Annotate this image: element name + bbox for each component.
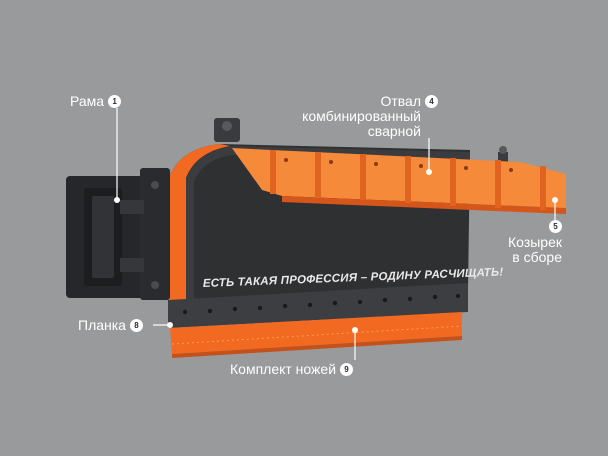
visor [232,148,566,214]
mounting-frame [66,168,176,300]
callout-moldboard-line-3: сварной [367,122,421,139]
leader-dots [114,169,558,333]
callout-moldboard-number: 4 [425,94,438,108]
callout-visor-line-2: в сборе [512,249,562,265]
callout-moldboard-line-2: комбинированный [302,107,421,124]
callout-frame-label: Рама [70,92,105,109]
callout-strip-number: 8 [129,318,143,332]
top-lugs [214,118,508,164]
bolt-strip [168,283,468,328]
callout-visor-line-1: Козырек [508,234,562,250]
blade-set [170,312,463,358]
callout-blades-label: Комплект ножей [230,360,337,377]
callout-blades-number: 9 [340,362,354,376]
callout-visor-number: 5 [549,219,562,233]
callout-frame-number: 1 [108,94,122,108]
callout-moldboard-line-1: Отвал [380,92,421,109]
callout-strip-label: Планка [78,316,126,333]
callout-moldboard: Отвал 4 комбинированный сварной [278,93,438,139]
callout-visor: 5 Козырек в сборе [472,218,562,265]
